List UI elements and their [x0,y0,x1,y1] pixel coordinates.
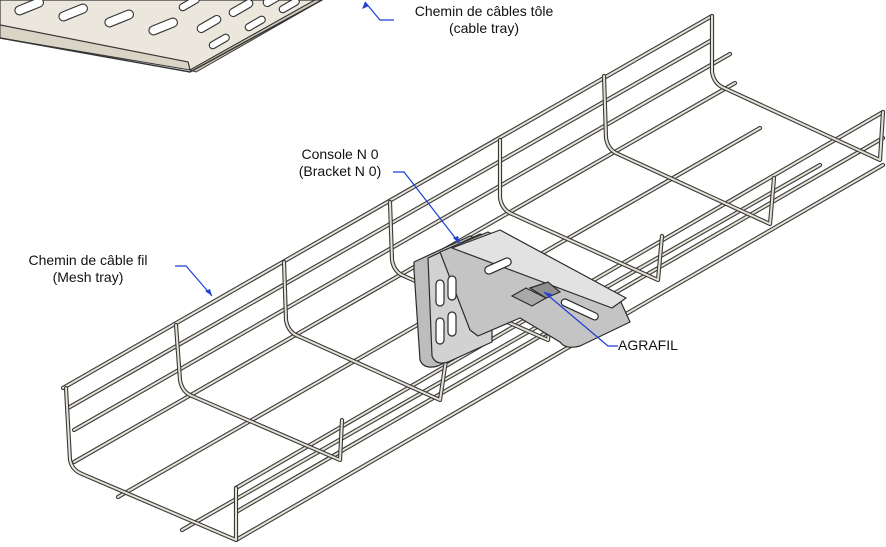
agrafil-clip [510,281,562,307]
leader-lines [175,1,618,347]
wire-mesh-cable-tray [60,13,886,543]
label-mesh-tray: Chemin de câble fil (Mesh tray) [4,252,172,286]
label-bracket-line2: (Bracket N 0) [298,163,382,179]
label-agrafil: AGRAFIL [618,337,708,354]
sheet-metal-cable-tray [0,0,324,73]
label-mesh-tray-line1: Chemin de câble fil [28,252,148,268]
label-sheet-metal-tray: Chemin de câbles tôle (cable tray) [394,3,574,37]
label-agrafil-line1: AGRAFIL [618,337,678,353]
label-bracket-line1: Console N 0 [301,146,379,162]
leader-arrowheads [205,2,552,298]
label-sheet-metal-tray-line2: (cable tray) [448,20,520,36]
label-mesh-tray-line2: (Mesh tray) [52,269,124,285]
label-bracket: Console N 0 (Bracket N 0) [280,146,400,180]
label-sheet-metal-tray-line1: Chemin de câbles tôle [414,3,554,19]
